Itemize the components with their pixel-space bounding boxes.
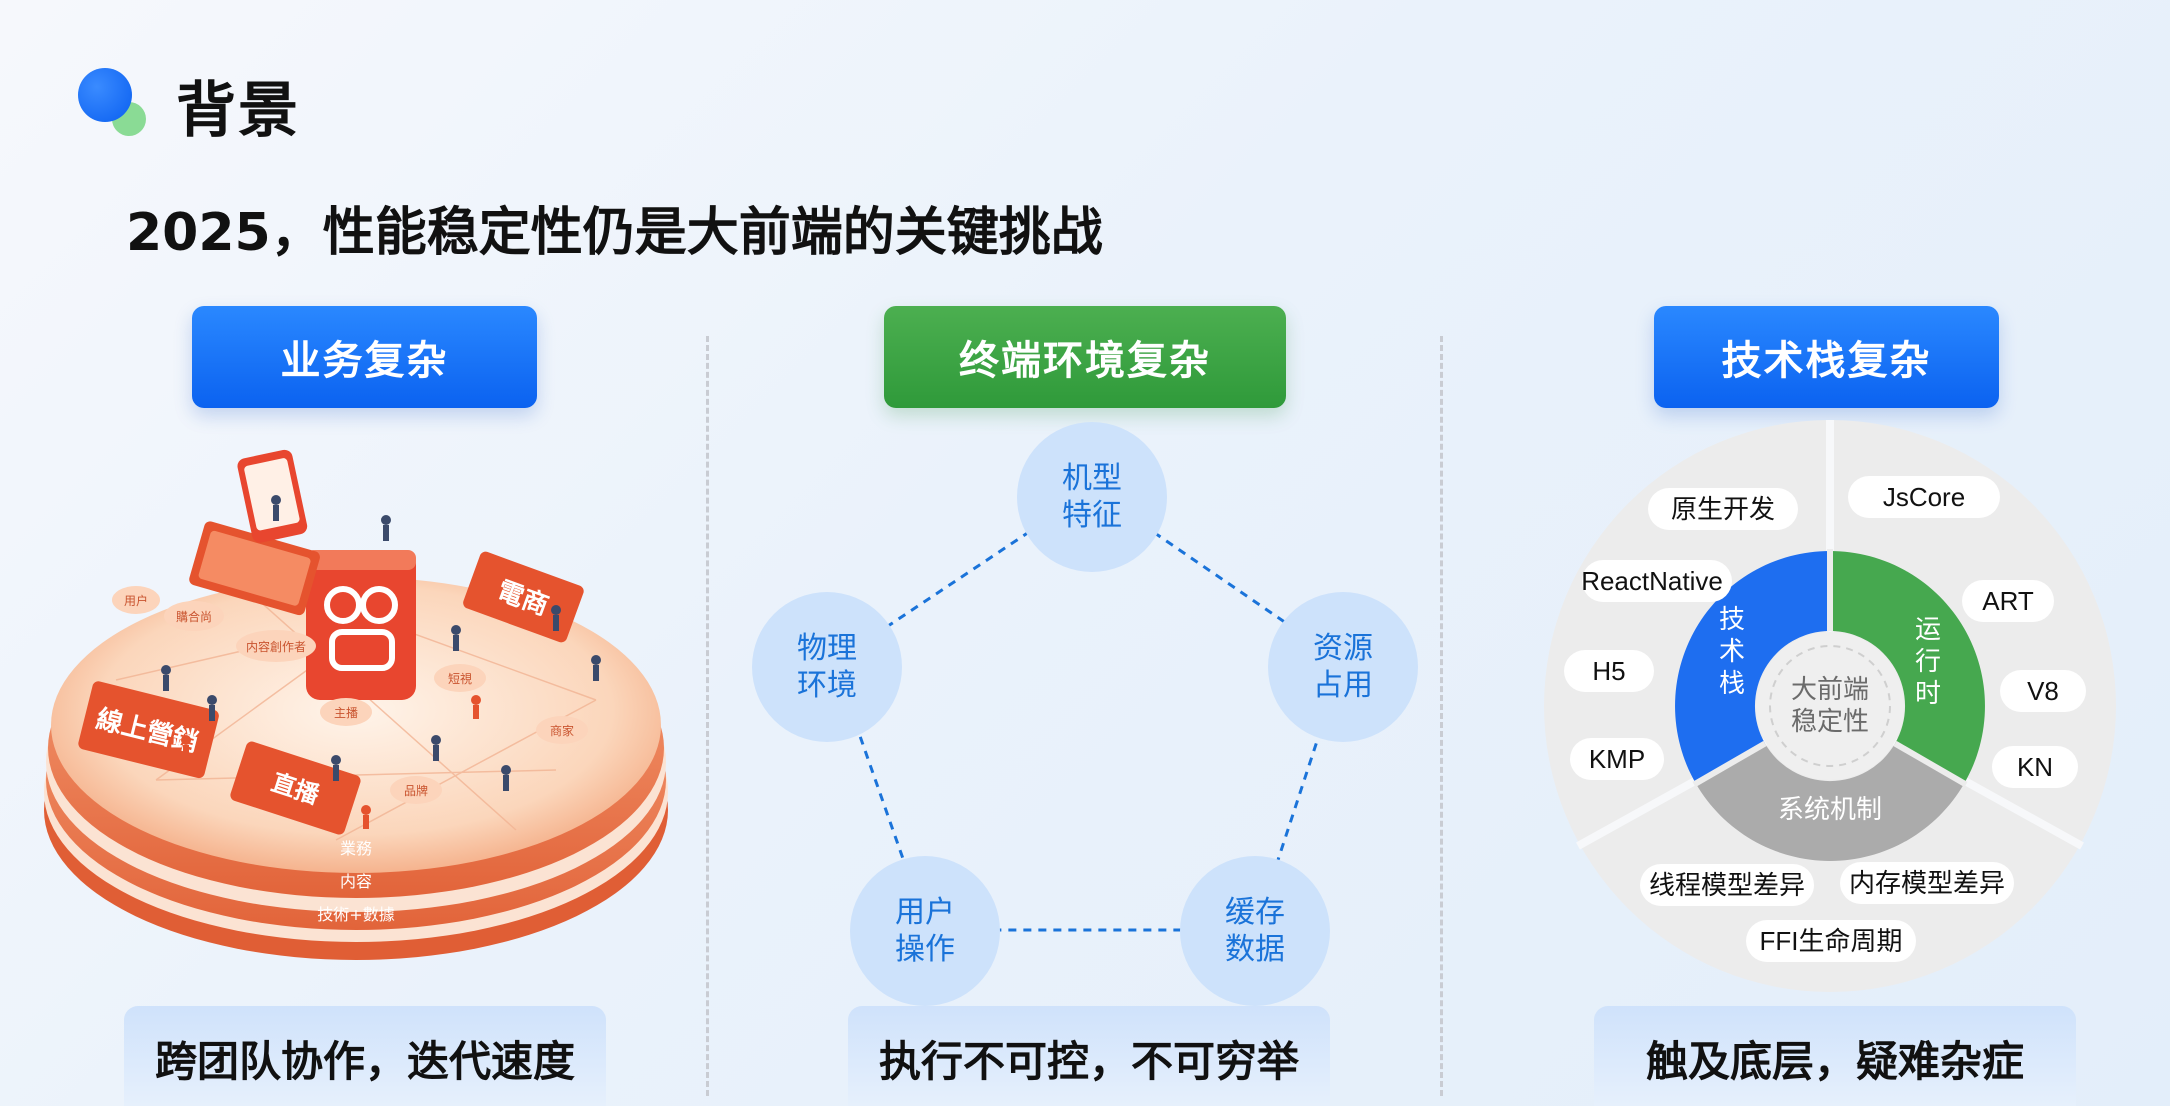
tag-art: ART (1982, 586, 2034, 616)
layer-label-content: 内容 (340, 872, 372, 891)
segment-tech-stack-char1: 技 (1719, 605, 1745, 635)
segment-tech-stack-char2: 术 (1719, 637, 1745, 667)
tag-jscore: JsCore (1883, 482, 1965, 512)
segment-runtime-char1: 运 (1915, 615, 1941, 645)
business-complex-label: 业务复杂 (192, 306, 537, 408)
node-physical-environment: 物理环境 (752, 592, 902, 742)
blue-dot-icon (78, 68, 132, 122)
bubble-merchant: 商家 (550, 723, 574, 738)
layer-label-business: 業務 (340, 839, 372, 858)
caption-tech-stack: 触及底层，疑难杂症 (1594, 1006, 2076, 1106)
caption-business: 跨团队协作，迭代速度 (124, 1006, 606, 1106)
tag-ffi-lifecycle: FFI生命周期 (1760, 926, 1903, 956)
terminal-env-complex-label: 终端环境复杂 (884, 306, 1286, 408)
column-divider-right (1440, 336, 1443, 1096)
bubble-anchor: 主播 (334, 706, 358, 720)
segment-tech-stack-char3: 栈 (1719, 669, 1745, 699)
tech-stack-complex-label: 技术栈复杂 (1654, 306, 1999, 408)
tag-kn: KN (2017, 752, 2053, 782)
segment-system-mechanism-label: 系统机制 (1778, 795, 1882, 825)
segment-runtime-char3: 时 (1915, 679, 1941, 709)
bubble-creator: 内容創作者 (246, 639, 306, 654)
bubble-brand: 品牌 (404, 784, 428, 798)
bubble-short-video: 短視 (448, 671, 472, 686)
page-title: 背景 (176, 76, 300, 146)
bubble-user: 用户 (124, 593, 148, 608)
tag-memory-model-diff: 内存模型差异 (1849, 868, 2005, 898)
node-resource-usage: 资源占用 (1268, 592, 1418, 742)
segment-runtime (1830, 551, 1985, 784)
tag-react-native: ReactNative (1581, 566, 1723, 596)
segment-tech-stack (1675, 551, 1830, 784)
layer-label-tech-data: 技術+數據 (317, 905, 394, 924)
node-cached-data: 缓存数据 (1180, 856, 1330, 1006)
node-device-features: 机型特征 (1017, 422, 1167, 572)
header-bullet-icon (78, 68, 150, 140)
segment-runtime-char2: 行 (1915, 647, 1941, 677)
tag-h5: H5 (1592, 656, 1625, 686)
tech-stack-donut: 大前端 稳定性 技 术 栈 运 行 时 系统机制 原生开发 ReactNativ… (1540, 416, 2120, 996)
page-subtitle: 2025，性能稳定性仍是大前端的关键挑战 (126, 203, 1103, 263)
tag-thread-model-diff: 线程模型差异 (1649, 870, 1805, 900)
caption-terminal-env: 执行不可控，不可穷举 (848, 1006, 1330, 1106)
kuaishou-logo-icon (306, 550, 416, 700)
tag-v8: V8 (2027, 676, 2059, 706)
terminal-env-pentagon: 机型特征 资源占用 缓存数据 用户操作 物理环境 (740, 410, 1440, 1010)
center-label-line2: 稳定性 (1791, 707, 1869, 737)
tag-native-dev: 原生开发 (1671, 494, 1775, 524)
business-platform-illustration: 線上營銷 直播 電商 用户 購合尚 (36, 440, 676, 960)
tag-kmp: KMP (1589, 744, 1645, 774)
bubble-buyer: 購合尚 (176, 609, 212, 624)
center-label-line1: 大前端 (1791, 675, 1869, 705)
column-divider-left (706, 336, 709, 1096)
node-user-operation: 用户操作 (850, 856, 1000, 1006)
segment-system-mechanism (1695, 743, 1965, 861)
